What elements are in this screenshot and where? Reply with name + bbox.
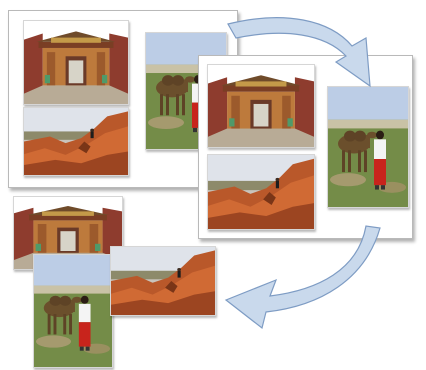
camel-photo: [327, 86, 409, 208]
gate-photo: [207, 64, 315, 148]
camel-photo: [33, 254, 113, 368]
layout-result-panel: [198, 55, 413, 239]
canyon-photo: [207, 154, 315, 230]
gate-photo: [23, 20, 129, 105]
canyon-photo: [23, 107, 129, 176]
canyon-photo: [110, 246, 216, 316]
